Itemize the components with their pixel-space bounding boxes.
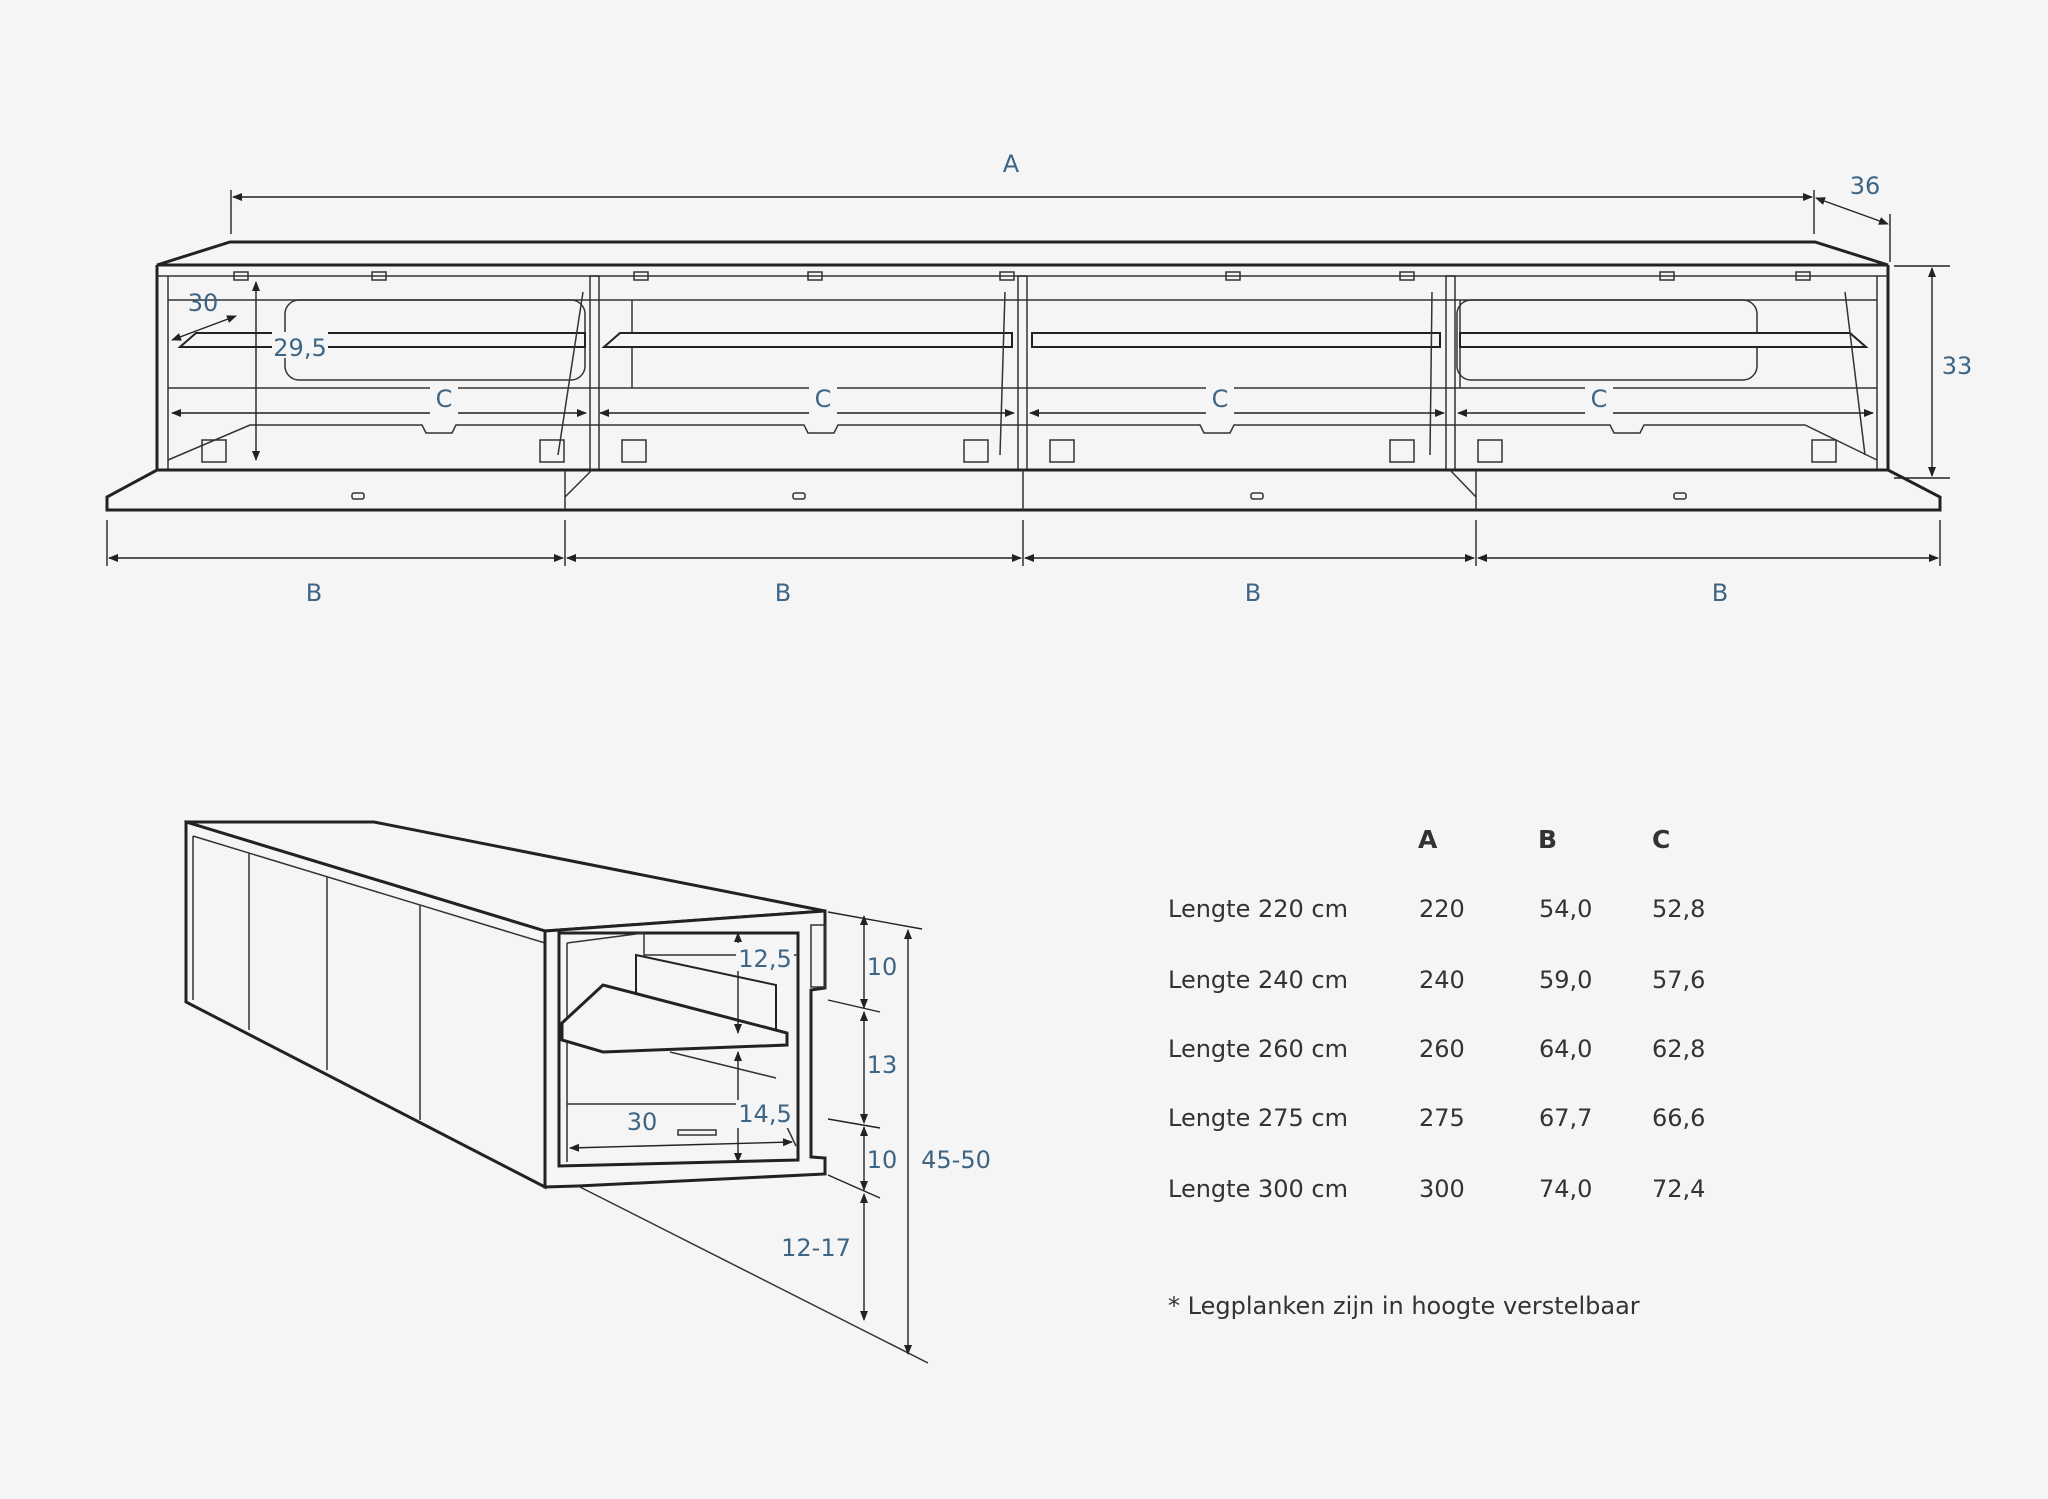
row-value-c: 72,4	[1652, 1175, 1706, 1203]
column-header-b: B	[1538, 825, 1558, 854]
row-value-c: 52,8	[1652, 895, 1706, 923]
flap-width-label-4: B	[1712, 579, 1728, 607]
width-label: A	[1003, 150, 1020, 178]
row-value-c: 57,6	[1652, 966, 1706, 994]
flap-width-label-3: B	[1245, 579, 1261, 607]
row-value-b: 59,0	[1539, 966, 1593, 994]
row-value-a: 300	[1419, 1175, 1465, 1203]
dimension-c: C C C C	[171, 385, 1874, 417]
footnote: * Legplanken zijn in hoogte verstelbaar	[1168, 1292, 1640, 1320]
side-label-depth: 30	[627, 1108, 658, 1136]
row-label: Lengte 240 cm	[1168, 966, 1348, 994]
dimension-b: B B B B	[106, 520, 1941, 607]
dimension-a: A	[230, 150, 1815, 234]
column-header-a: A	[1418, 825, 1438, 854]
row-value-b: 54,0	[1539, 895, 1593, 923]
row-value-c: 62,8	[1652, 1035, 1706, 1063]
dimension-shelf-depth: 30	[171, 289, 237, 341]
side-label-bottom-rail: 10	[867, 1146, 898, 1174]
inner-width-label-1: C	[436, 385, 453, 413]
row-value-b: 67,7	[1539, 1104, 1593, 1132]
flap-width-label-2: B	[775, 579, 791, 607]
side-shelf	[560, 983, 789, 1054]
opened-flaps	[105, 468, 1942, 512]
row-label: Lengte 275 cm	[1168, 1104, 1348, 1132]
dimension-inner-height: 29,5	[252, 281, 328, 461]
side-label-shelf-bottom: 14,5	[738, 1100, 791, 1128]
dimension-depth: 36	[1815, 172, 1891, 262]
row-value-a: 220	[1419, 895, 1465, 923]
flap-width-label-1: B	[306, 579, 322, 607]
gas-struts	[557, 291, 1866, 456]
side-view: 12,5 14,5 30 10 13 10 45-50 12-17	[184, 819, 991, 1364]
side-label-total-height: 45-50	[921, 1146, 991, 1174]
shelves	[177, 332, 1869, 348]
depth-label: 36	[1850, 172, 1881, 200]
height-label: 33	[1942, 352, 1973, 380]
row-label: Lengte 260 cm	[1168, 1035, 1348, 1063]
hinges	[201, 271, 1837, 463]
bottom-inner-edge	[167, 424, 1878, 461]
row-value-c: 66,6	[1652, 1104, 1706, 1132]
row-value-a: 275	[1419, 1104, 1465, 1132]
row-value-b: 74,0	[1539, 1175, 1593, 1203]
compartment-dividers	[589, 275, 1456, 471]
row-value-a: 240	[1419, 966, 1465, 994]
inner-width-label-2: C	[815, 385, 832, 413]
row-label: Lengte 220 cm	[1168, 895, 1348, 923]
column-header-c: C	[1652, 825, 1671, 854]
front-view: A 36 33 30 29,5	[105, 150, 1973, 607]
cabinet-top	[156, 240, 1889, 267]
side-label-floor-gap: 12-17	[781, 1234, 851, 1262]
cabinet-body	[155, 265, 1890, 470]
inner-width-label-4: C	[1591, 385, 1608, 413]
side-label-upper: 13	[867, 1051, 898, 1079]
row-value-b: 64,0	[1539, 1035, 1593, 1063]
inner-width-label-3: C	[1212, 385, 1229, 413]
row-label: Lengte 300 cm	[1168, 1175, 1348, 1203]
side-label-top-rail: 10	[867, 953, 898, 981]
row-value-a: 260	[1419, 1035, 1465, 1063]
inner-height-label: 29,5	[273, 334, 326, 362]
side-label-shelf-top: 12,5	[738, 945, 791, 973]
shelf-depth-label: 30	[188, 289, 219, 317]
dimension-height: 33	[1894, 265, 1973, 479]
